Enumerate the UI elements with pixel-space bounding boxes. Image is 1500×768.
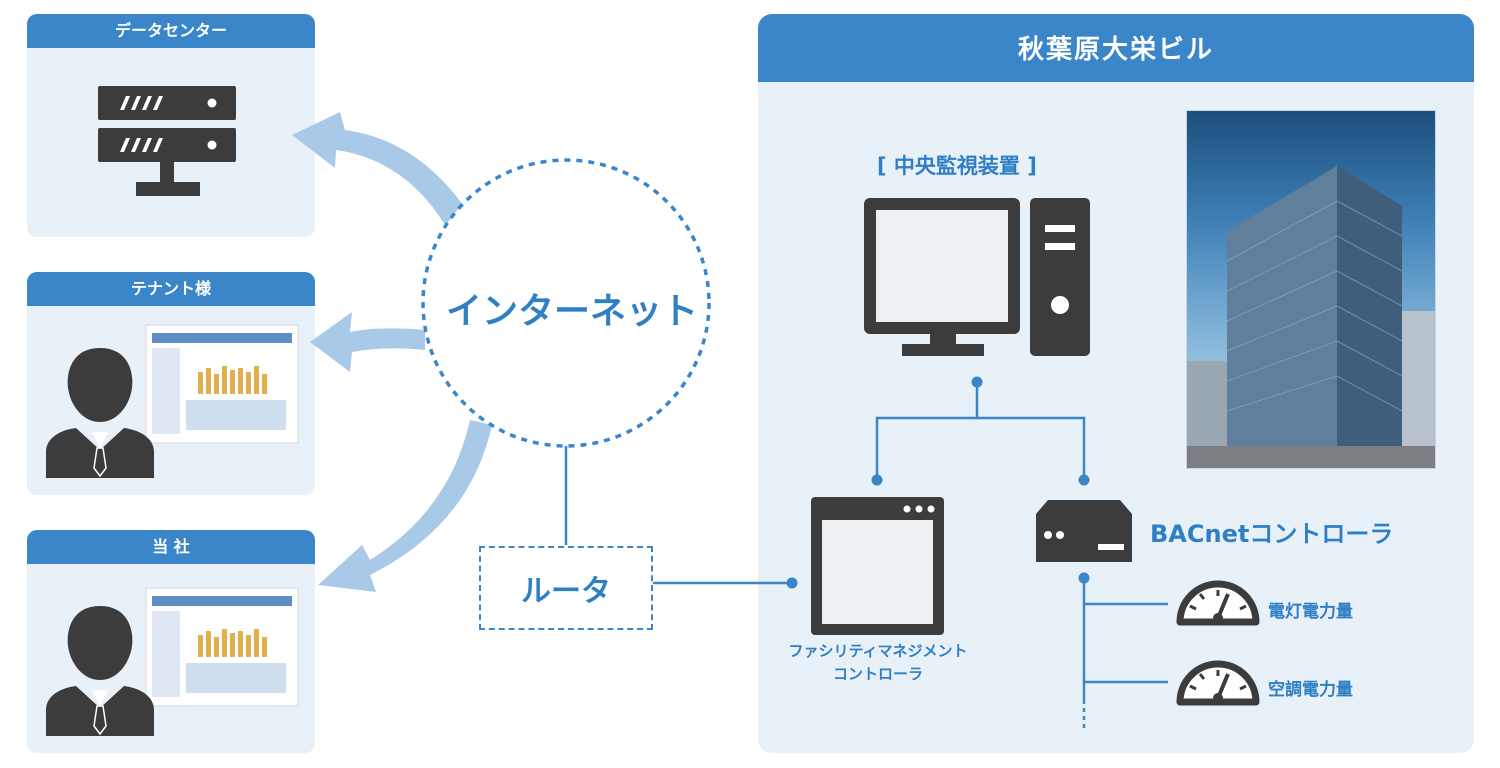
- dashboard-screenshot-tenant: [145, 324, 299, 444]
- arrow-to-datacenter: [292, 112, 470, 225]
- dot-fmc-top: [871, 474, 883, 486]
- server-icon: [98, 86, 236, 196]
- dashboard-screenshot-company: [145, 587, 299, 707]
- internet-label: インターネット: [446, 291, 699, 332]
- dot-monitor: [971, 376, 983, 388]
- datacenter-panel: データセンター: [27, 14, 315, 237]
- monitor-icon: [864, 198, 1020, 356]
- dot-bacnet-bottom: [1078, 572, 1090, 584]
- building-title: 秋葉原大栄ビル: [758, 14, 1474, 82]
- router-box: ルータ: [479, 546, 653, 630]
- controller-box-icon: [1036, 500, 1132, 562]
- monitor-branch-line: [875, 416, 1086, 480]
- dot-bacnet-top: [1078, 474, 1090, 486]
- monitor-label: [ 中央監視装置 ]: [877, 154, 1037, 178]
- router-label: ルータ: [521, 574, 611, 609]
- person-icon: [46, 606, 154, 736]
- arrow-to-company: [318, 420, 492, 592]
- browser-window-icon: [811, 497, 944, 635]
- fmc-label: ファシリティマネジメント コントローラ: [770, 640, 986, 686]
- fmc-label-line2: コントローラ: [832, 665, 923, 683]
- arrow-to-tenant: [310, 312, 425, 372]
- person-icon: [46, 348, 154, 478]
- gauge-icon: [1176, 580, 1260, 626]
- internet-circle: [421, 158, 711, 448]
- datacenter-title: データセンター: [27, 14, 315, 48]
- building-photo: [1186, 110, 1436, 469]
- pc-tower-icon: [1030, 198, 1090, 356]
- company-title: 当 社: [27, 530, 315, 564]
- meter-label-lighting: 電灯電力量: [1268, 602, 1353, 622]
- bacnet-label: BACnetコントローラ: [1150, 520, 1394, 548]
- tenant-title: テナント様: [27, 272, 315, 306]
- dot-fmc-left: [786, 577, 798, 589]
- gauge-icon: [1176, 660, 1260, 706]
- building-illustration: [1187, 166, 1435, 468]
- fmc-label-line1: ファシリティマネジメント: [788, 642, 968, 660]
- meter-label-aircon: 空調電力量: [1268, 680, 1353, 700]
